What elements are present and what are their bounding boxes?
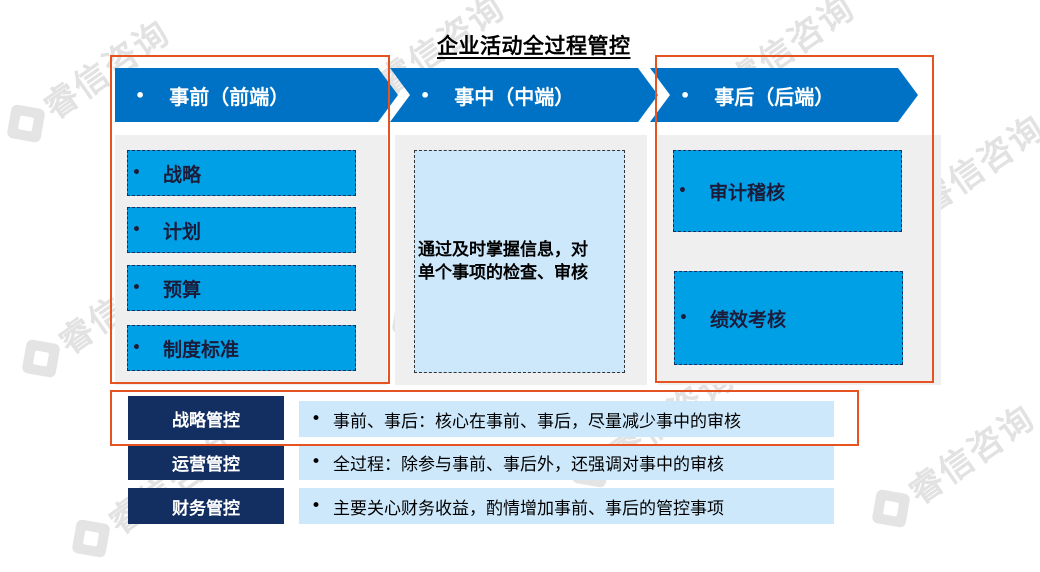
watermark-logo-icon <box>71 518 111 558</box>
pre-item-label: 制度标准 <box>162 338 239 361</box>
bullet: • <box>135 85 146 105</box>
mid-description-line: 单个事项的检查、审核 <box>418 262 588 283</box>
watermark-text: 睿信咨询 <box>901 397 1040 514</box>
arrow-mid <box>390 68 658 122</box>
page-title: 企业活动全过程管控 <box>437 34 631 58</box>
pre-item: • 计划 <box>127 207 356 253</box>
pre-item-label: 预算 <box>162 278 201 301</box>
bullet: • <box>311 496 322 516</box>
watermark-logo-icon <box>871 488 911 528</box>
arrow-post <box>650 68 918 122</box>
bullet: • <box>311 409 322 429</box>
post-item-label: 绩效考核 <box>709 308 786 331</box>
phase-pre: • 事前（前端） <box>115 68 385 122</box>
mid-description-box: 通过及时掌握信息，对 单个事项的检查、审核 <box>414 150 625 373</box>
phase-post: • 事后（后端） <box>660 68 910 122</box>
watermark-logo-icon <box>21 338 61 378</box>
watermark: 睿信咨询 <box>863 391 1040 538</box>
control-desc-row: • 全过程：除参与事前、事后外，还强调对事中的审核 <box>299 444 834 480</box>
pre-item: • 战略 <box>127 150 356 196</box>
mid-description: 通过及时掌握信息，对 单个事项的检查、审核 <box>418 239 588 285</box>
control-name: 战略管控 <box>128 396 284 440</box>
control-desc-row: • 事前、事后：核心在事前、事后，尽量减少事中的审核 <box>299 401 834 437</box>
phase-label: 事中（中端） <box>454 84 575 109</box>
bullet: • <box>132 340 141 356</box>
phase-mid: • 事中（中端） <box>400 68 650 122</box>
bullet: • <box>132 222 141 238</box>
pre-item-label: 计划 <box>162 220 201 243</box>
post-item-label: 审计稽核 <box>708 181 785 204</box>
post-item: • 审计稽核 <box>673 150 902 232</box>
pre-item-label: 战略 <box>162 163 201 186</box>
control-name: 财务管控 <box>128 488 284 524</box>
bullet: • <box>311 452 322 472</box>
pre-item: • 预算 <box>127 265 356 311</box>
control-name: 运营管控 <box>128 444 284 480</box>
bullet: • <box>679 310 688 326</box>
bullet: • <box>420 85 431 105</box>
control-desc-row: • 主要关心财务收益，酌情增加事前、事后的管控事项 <box>299 488 834 524</box>
pre-item: • 制度标准 <box>127 325 356 371</box>
phase-arrows <box>115 68 918 122</box>
mid-description-line: 通过及时掌握信息，对 <box>418 239 588 260</box>
arrow-pre <box>115 68 398 122</box>
post-item: • 绩效考核 <box>674 271 903 365</box>
control-desc: 主要关心财务收益，酌情增加事前、事后的管控事项 <box>333 498 725 519</box>
control-desc: 全过程：除参与事前、事后外，还强调对事中的审核 <box>333 454 725 475</box>
bullet: • <box>132 280 141 296</box>
control-desc: 事前、事后：核心在事前、事后，尽量减少事中的审核 <box>333 411 742 432</box>
highlight-strategy-row-frame <box>110 390 859 446</box>
highlight-pre-frame <box>110 55 390 384</box>
highlight-post-frame <box>655 55 934 383</box>
bullet: • <box>132 165 141 181</box>
phase-label: 事前（前端） <box>169 84 290 109</box>
bullet: • <box>680 85 691 105</box>
phase-label: 事后（后端） <box>714 84 835 109</box>
bullet: • <box>678 183 687 199</box>
